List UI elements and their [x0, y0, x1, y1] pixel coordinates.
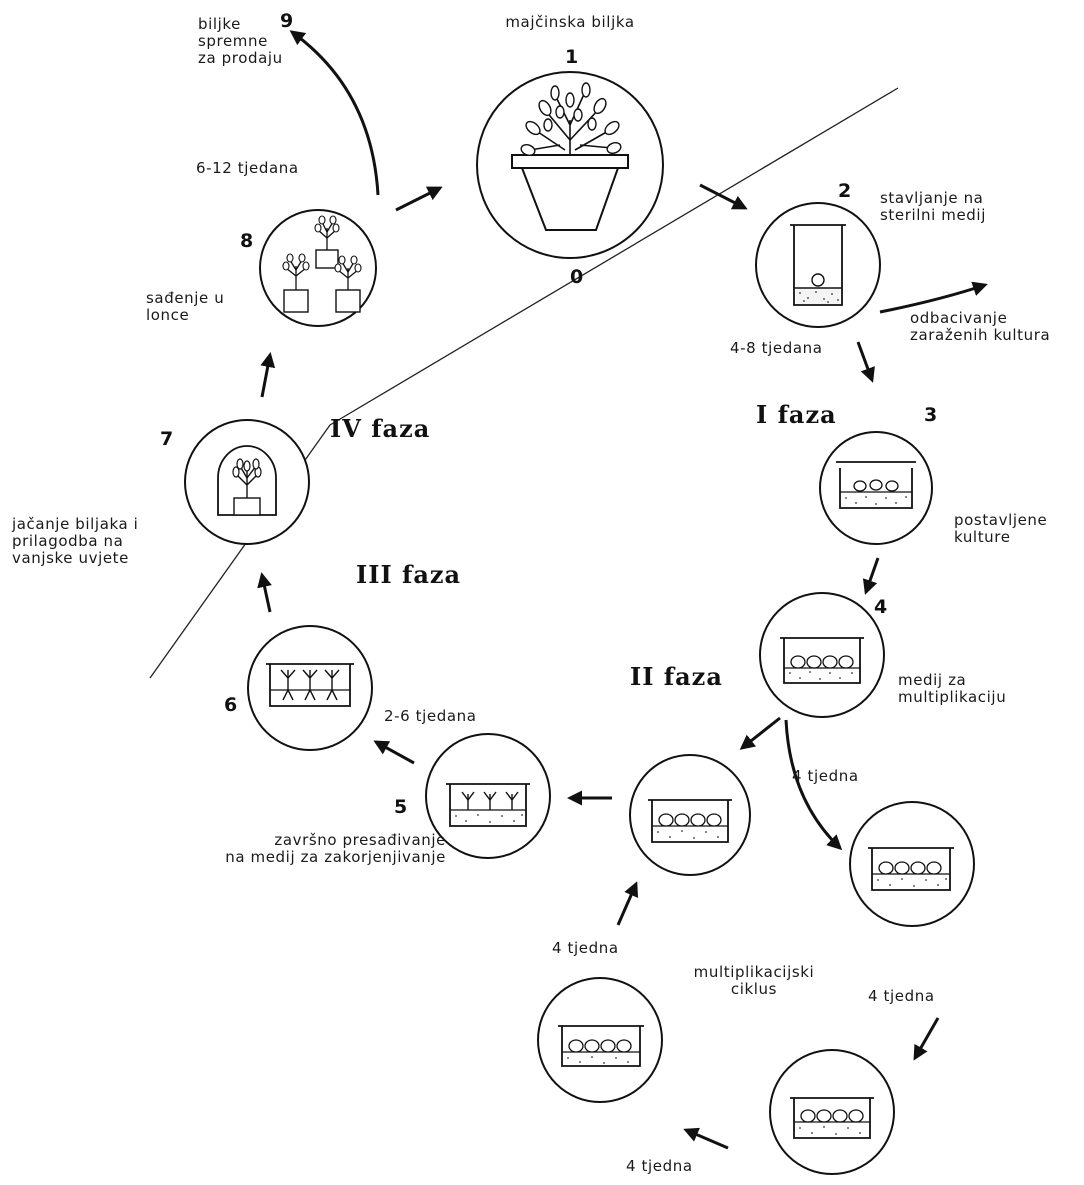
arrow-right-to-bottom-right	[913, 1017, 940, 1061]
arrow-4-to-right	[784, 719, 843, 851]
label-final-transplant: završno presađivanje na medij za zakorje…	[225, 831, 446, 866]
multiplication-cycle-circle-right	[849, 801, 975, 927]
stage-number-5: 5	[394, 796, 408, 818]
label-potting: sađenje u lonce	[146, 289, 225, 324]
stage-number-8: 8	[240, 230, 254, 252]
label-discard-infected: odbacivanje zaraženih kultura	[910, 309, 1051, 344]
label-weeks-4-b: 4 tjedna	[552, 939, 619, 957]
stage-number-2: 2	[838, 180, 852, 202]
phase-divider-upper	[329, 87, 899, 426]
arrow-6-to-7	[257, 572, 272, 613]
label-weeks-4-d: 4 tjedna	[626, 1157, 693, 1175]
phase-label-1: I faza	[756, 400, 837, 429]
stage-3-culture-jar-circle	[819, 431, 933, 545]
arrow-5-to-6	[373, 740, 415, 765]
label-mother-plant: majčinska biljka	[505, 13, 635, 31]
stage-1-mother-plant-circle	[476, 71, 664, 259]
arrow-3-to-4	[862, 557, 880, 595]
label-weeks-2-6: 2-6 tjedana	[384, 707, 477, 725]
label-ready-for-sale: biljke spremne za prodaju	[198, 15, 283, 67]
stage-number-3: 3	[924, 404, 938, 426]
arrow-bottom-right-to-left	[683, 1127, 729, 1150]
multiplication-cycle-circle-bottom-right	[769, 1049, 895, 1175]
stage-number-6: 6	[224, 694, 238, 716]
stage-4-multiplication-circle	[759, 592, 885, 718]
stage-number-1: 1	[565, 46, 579, 68]
arrow-2-to-3	[856, 341, 875, 383]
stage-number-9: 9	[280, 10, 294, 32]
multiplication-cycle-circle-middle	[629, 754, 751, 876]
label-multiplication-medium: medij za multiplikaciju	[898, 671, 1007, 706]
arrow-1-to-2	[699, 183, 748, 210]
arrow-8-to-1	[395, 186, 443, 212]
arrow-7-to-8	[260, 352, 276, 398]
stage-number-0: 0	[570, 266, 584, 288]
arrow-cycle-to-middle	[616, 881, 639, 926]
stage-5-rooting-circle	[425, 733, 551, 859]
multiplication-cycle-circle-bottom-left	[537, 977, 663, 1103]
label-multiplication-cycle: multiplikacijski ciklus	[693, 963, 815, 998]
label-weeks-6-12: 6-12 tjedana	[196, 159, 299, 177]
stage-8-potting-circle	[259, 209, 377, 327]
phase-label-3: III faza	[356, 560, 462, 589]
stage-7-hardening-circle	[184, 419, 310, 545]
arrow-8-to-9	[289, 30, 380, 196]
arrow-2-discard	[879, 281, 988, 314]
label-weeks-4-8: 4-8 tjedana	[730, 339, 823, 357]
arrow-4-to-middle	[739, 716, 781, 750]
stage-6-rooted-plants-circle	[247, 625, 373, 751]
label-hardening: jačanje biljaka i prilagodba na vanjske …	[12, 515, 139, 567]
phase-label-2: II faza	[630, 662, 723, 691]
label-weeks-4-c: 4 tjedna	[868, 987, 935, 1005]
label-cultures-set: postavljene kulture	[954, 511, 1048, 546]
stage-2-test-tube-circle	[755, 202, 881, 328]
label-weeks-4-a: 4 tjedna	[792, 767, 859, 785]
label-sterile-medium: stavljanje na sterilni medij	[880, 189, 986, 224]
stage-number-4: 4	[874, 596, 888, 618]
phase-label-4: IV faza	[330, 414, 431, 443]
stage-number-7: 7	[160, 428, 174, 450]
